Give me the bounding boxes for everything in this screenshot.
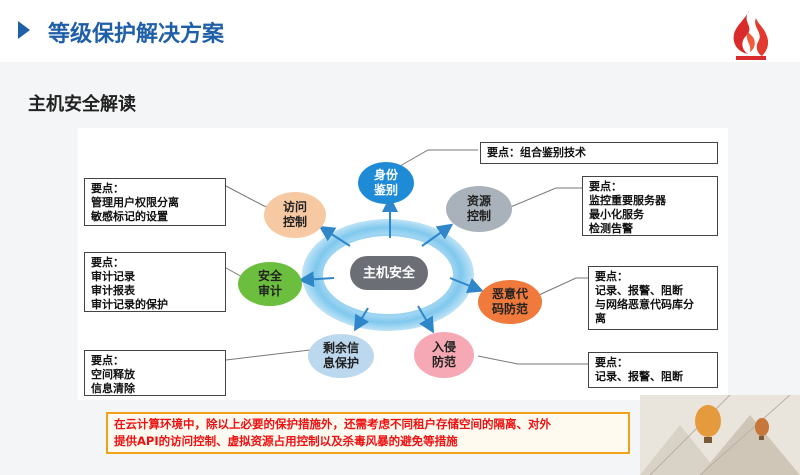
node-resource-label: 资源 控制	[466, 194, 491, 223]
node-residual-info: 剩余信 息保护	[308, 334, 374, 378]
section-title: 主机安全解读	[28, 94, 136, 115]
box-resource-title: 要点：	[589, 180, 622, 193]
node-resource: 资源 控制	[446, 186, 512, 232]
box-malicious-points: 要点： 记录、报警、阻断 与网络恶意代码库分 离	[588, 266, 718, 330]
box-audit-points: 要点： 审计记录 审计报表 审计记录的保护	[84, 252, 226, 312]
decorative-balloon-image	[640, 395, 800, 475]
box-identity-points: 要点：组合鉴别技术	[480, 142, 718, 164]
node-intrusion-label: 入侵 防范	[431, 340, 456, 369]
arrow-audit	[298, 271, 335, 288]
box-access-title: 要点：	[91, 182, 124, 195]
box-resource-lines: 监控重要服务器 最小化服务 检测告警	[589, 194, 666, 235]
arrow-malicious	[449, 277, 484, 293]
host-security-diagram: 主机安全 身份 鉴别 资源 控制 恶意代 码防范 入侵 防范 剩余信 息保护 安…	[78, 128, 728, 400]
node-intrusion: 入侵 防范	[414, 332, 474, 378]
arrow-intrusion	[417, 305, 435, 334]
arrow-resource	[421, 223, 454, 247]
note-line-1: 在云计算环境中，除以上必要的保护措施外，还需考虑不同租户存储空间的隔离、对外	[114, 417, 551, 431]
node-identity: 身份 鉴别	[358, 162, 414, 204]
box-intrusion-lines: 记录、报警、阻断	[595, 370, 683, 383]
flame-logo-icon	[733, 10, 769, 60]
box-access-points: 要点： 管理用户权限分离 敏感标记的设置	[84, 178, 226, 226]
box-access-lines: 管理用户权限分离 敏感标记的设置	[91, 196, 179, 223]
box-malicious-lines: 记录、报警、阻断 与网络恶意代码库分 离	[595, 284, 694, 325]
box-resource-points: 要点： 监控重要服务器 最小化服务 检测告警	[582, 176, 718, 236]
node-malicious-code: 恶意代 码防范	[478, 280, 542, 324]
node-audit-label: 安全 审计	[257, 269, 282, 298]
box-identity-title: 要点：组合鉴别技术	[487, 146, 586, 159]
box-residual-lines: 空间释放 信息清除	[91, 368, 135, 395]
node-access-control: 访问 控制	[264, 192, 326, 238]
center-node-host-security: 主机安全	[350, 256, 428, 290]
box-malicious-title: 要点：	[595, 270, 628, 283]
chevron-right-icon	[18, 21, 30, 39]
node-identity-label: 身份 鉴别	[373, 168, 398, 197]
box-residual-title: 要点：	[91, 354, 124, 367]
cloud-note: 在云计算环境中，除以上必要的保护措施外，还需考虑不同租户存储空间的隔离、对外 提…	[106, 412, 630, 454]
node-security-audit: 安全 审计	[238, 262, 302, 306]
header-bar: 等级保护解决方案	[0, 0, 800, 62]
box-intrusion-title: 要点：	[595, 356, 628, 369]
page-title: 等级保护解决方案	[48, 22, 225, 47]
center-label: 主机安全	[362, 265, 415, 281]
node-residual-label: 剩余信 息保护	[322, 341, 359, 370]
box-audit-lines: 审计记录 审计报表 审计记录的保护	[91, 270, 168, 311]
box-residual-points: 要点： 空间释放 信息清除	[84, 350, 226, 396]
arrow-access	[318, 225, 351, 247]
box-intrusion-points: 要点： 记录、报警、阻断	[588, 352, 718, 388]
note-line-2: 提供API的访问控制、虚拟资源占用控制以及杀毒风暴的避免等措施	[114, 434, 458, 448]
node-access-label: 访问 控制	[282, 200, 307, 229]
box-audit-title: 要点：	[91, 256, 124, 269]
node-malicious-label: 恶意代 码防范	[491, 287, 528, 316]
arrow-residual	[353, 307, 370, 332]
